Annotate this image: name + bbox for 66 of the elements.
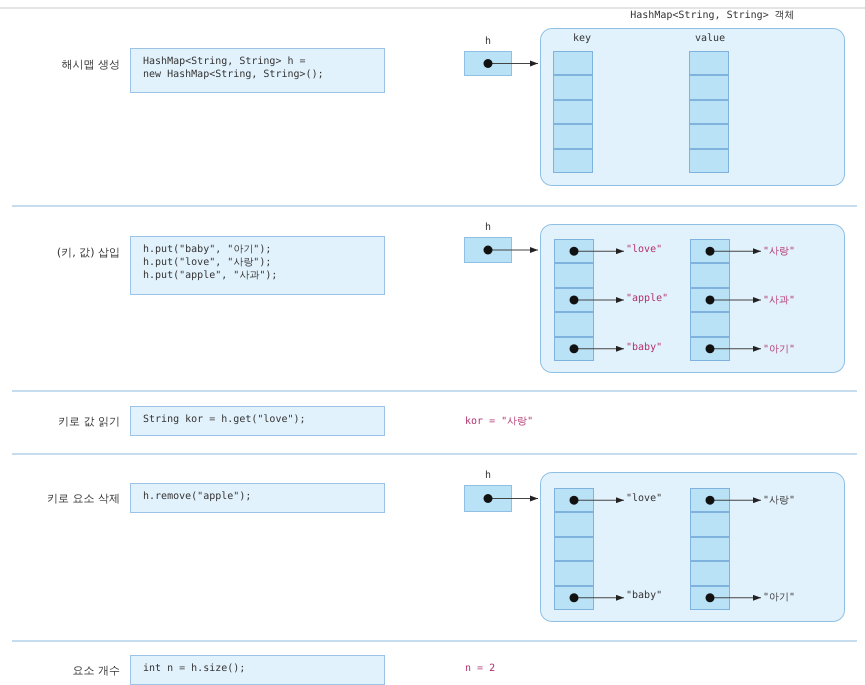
pointer-arrow [570,593,624,602]
array-cell [553,148,593,173]
array-cell [689,51,729,76]
pointer-arrow [570,246,624,256]
array-cell [554,536,594,562]
string-value: "아기" [763,342,796,358]
string-value: "아기" [763,590,796,606]
array-cell [690,536,730,562]
pointer-arrow [484,494,538,503]
step-label: 키로 요소 삭제 [46,491,120,506]
array-cell [690,512,730,537]
array-cell [554,512,594,537]
pointer-arrow [706,246,762,256]
step-label: (키, 값) 삽입 [56,245,120,260]
code-box: HashMap<String, String> h = new HashMap<String, String>(); [130,48,385,93]
code-box: String kor = h.get("love"); [130,406,385,436]
string-value: "사과" [763,293,796,309]
code-box: int n = h.size(); [130,655,385,685]
pointer-arrow [570,344,624,354]
variable-name: h [484,222,492,235]
array-cell [690,561,730,586]
step-label: 요소 개수 [72,663,120,678]
variable-name: h [484,470,492,483]
array-cell [553,51,593,76]
array-cell [689,124,729,149]
array-cell [690,263,730,288]
array-cell [690,239,730,264]
array-cell [553,124,593,149]
pointer-arrow [484,59,538,68]
array-cell [554,263,594,288]
pointer-arrow [570,496,624,505]
step-label: 키로 값 읽기 [57,414,120,429]
array-cell [553,100,593,124]
array-cell [553,75,593,100]
string-value: "baby" [626,590,662,606]
array-cell [554,239,594,264]
code-box: h.put("baby", "아기"); h.put("love", "사랑"); h.put("apple", "사과"); [130,236,385,295]
array-cell [554,488,594,512]
array-cell [689,75,729,100]
array-cell [690,488,730,512]
pointer-arrow [570,296,624,304]
object-title: HashMap<String, String> 객체 [629,9,796,22]
variable-name: h [484,36,492,49]
object-box [540,224,845,373]
result-text: kor = "사랑" [465,415,534,428]
string-value: "love" [626,244,662,260]
pointer-arrow [484,246,538,254]
code-box: h.remove("apple"); [130,483,385,513]
string-value: "사랑" [763,244,796,260]
array-cell [689,100,729,124]
string-value: "사랑" [763,493,796,509]
string-value: "apple" [626,293,668,309]
pointer-arrow [706,344,762,354]
pointer-arrow [706,296,762,304]
array-cell [690,312,730,337]
array-cell [689,148,729,173]
array-cell [554,312,594,337]
string-value: "baby" [626,342,662,358]
object-box [540,472,845,622]
column-header: value [695,33,726,44]
pointer-arrow [706,593,762,602]
step-label: 해시맵 생성 [60,57,120,72]
pointer-arrow [706,496,762,505]
result-text: n = 2 [465,663,496,674]
string-value: "love" [626,493,662,509]
array-cell [554,561,594,586]
